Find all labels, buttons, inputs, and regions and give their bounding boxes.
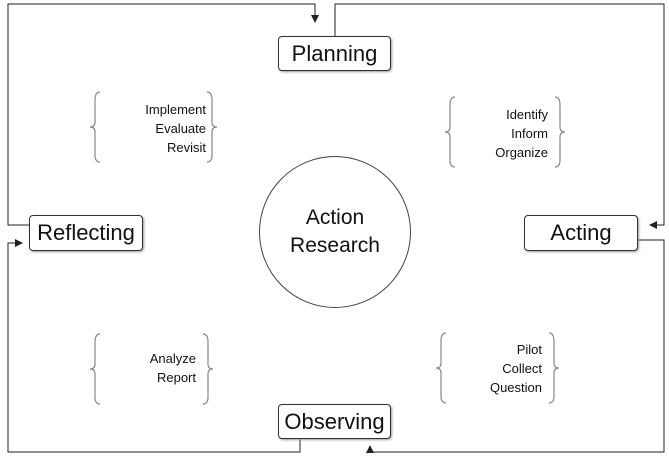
group-item: Inform xyxy=(511,126,548,141)
center-label-line1: Action xyxy=(305,206,365,229)
brace-planning-group xyxy=(444,96,566,168)
stage-reflecting: Reflecting xyxy=(29,215,143,251)
group-item: Organize xyxy=(495,145,548,160)
connector-acting-to-observing xyxy=(366,239,665,453)
group-after-observing: Analyze Report xyxy=(100,349,196,387)
brace-observing-group xyxy=(89,333,214,405)
connector-reflecting-to-planning xyxy=(7,3,319,226)
center-circle: Action Research xyxy=(259,156,411,308)
brace-reflecting-group xyxy=(89,91,218,163)
group-item: Evaluate xyxy=(155,121,206,136)
group-item: Implement xyxy=(145,102,206,117)
group-after-planning: Identify Inform Organize xyxy=(460,105,548,162)
stage-observing: Observing xyxy=(278,404,391,439)
connector-planning-to-acting xyxy=(334,3,665,229)
center-label-line2: Research xyxy=(290,234,380,257)
group-item: Revisit xyxy=(166,140,206,155)
group-after-reflecting: Implement Evaluate Revisit xyxy=(110,100,206,157)
connector-observing-to-reflecting xyxy=(7,239,301,453)
group-item: Question xyxy=(489,380,542,395)
brace-acting-group xyxy=(435,332,560,404)
group-item: Report xyxy=(156,370,196,385)
group-item: Collect xyxy=(502,361,542,376)
group-item: Identify xyxy=(506,107,548,122)
group-item: Analyze xyxy=(149,351,196,366)
group-item: Pilot xyxy=(516,342,542,357)
stage-acting: Acting xyxy=(524,215,638,251)
group-after-acting: Pilot Collect Question xyxy=(446,340,542,397)
stage-planning: Planning xyxy=(278,36,391,71)
